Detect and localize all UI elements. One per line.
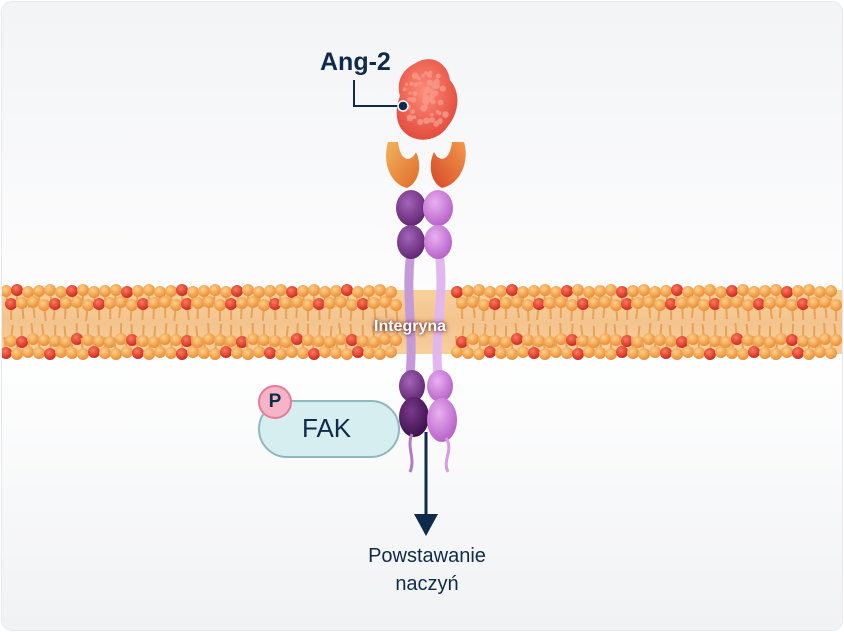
outcome-line-2: naczyń — [332, 570, 522, 598]
ang2-label: Ang-2 — [320, 48, 391, 77]
integrin-beta-domains — [423, 190, 453, 259]
integrin-label: Integryna — [374, 318, 446, 336]
signaling-arrow — [414, 432, 438, 536]
outcome-label: Powstawanie naczyń — [332, 542, 522, 598]
integrin-alpha-domains — [396, 190, 426, 259]
receptor-binding-heads — [386, 142, 466, 188]
phosphate-badge: P — [258, 385, 292, 419]
outcome-line-1: Powstawanie — [332, 542, 522, 570]
ang2-ligand — [397, 59, 458, 140]
fak-label: FAK — [302, 413, 351, 444]
